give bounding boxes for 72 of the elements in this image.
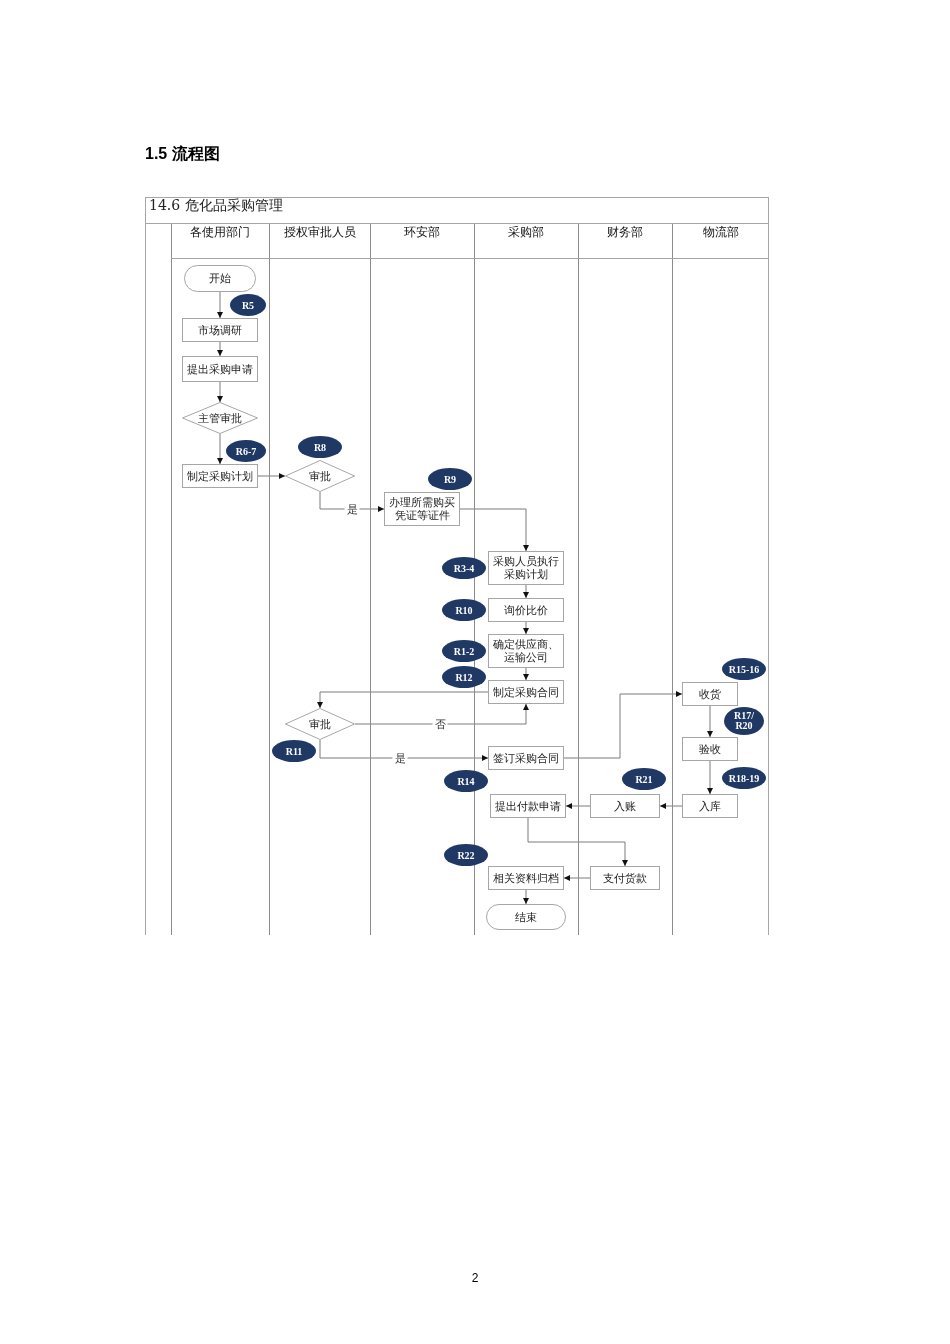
connector-arrow: [523, 621, 529, 635]
swimlane: [474, 224, 578, 935]
decision-diamond: 审批: [285, 460, 355, 492]
frame-title: 14.6 危化品采购管理: [145, 197, 769, 224]
reference-badge: R9: [428, 468, 472, 490]
process-box: 制定采购计划: [182, 464, 258, 488]
page-number: 2: [471, 1271, 479, 1285]
process-box: 提出采购申请: [182, 356, 258, 382]
edge-label: 否: [432, 717, 448, 731]
reference-badge: R6-7: [226, 440, 266, 462]
lane-title: 各使用部门: [171, 224, 269, 259]
connector-arrow: [523, 584, 529, 599]
reference-badge: R11: [272, 740, 316, 762]
process-box: 入账: [590, 794, 660, 818]
page-title: 1.5 流程图: [145, 144, 220, 164]
lane-title: 物流部: [672, 224, 769, 259]
reference-badge: R5: [230, 294, 266, 316]
connector-arrow: [317, 691, 489, 709]
process-box: 询价比价: [488, 598, 564, 622]
flowchart-frame: [145, 197, 769, 935]
reference-badge: R21: [622, 768, 666, 790]
process-box: 签订采购合同: [488, 746, 564, 770]
connector-arrow: [217, 341, 223, 357]
connector-arrow: [659, 803, 683, 809]
lane-title: 授权审批人员: [269, 224, 370, 259]
connector-arrow: [523, 889, 529, 905]
swimlane: [171, 224, 269, 935]
process-box: 验收: [682, 737, 738, 761]
process-box: 确定供应商、运输公司: [488, 634, 564, 668]
process-box: 市场调研: [182, 318, 258, 342]
process-box: 收货: [682, 682, 738, 706]
connector-arrow: [707, 705, 713, 738]
process-box: 办理所需购买凭证等证件: [384, 492, 460, 526]
reference-badge: R12: [442, 666, 486, 688]
process-box: 相关资料归档: [488, 866, 564, 890]
edge-label: 是: [344, 502, 360, 516]
decision-diamond: 审批: [285, 708, 355, 740]
reference-badge: R10: [442, 599, 486, 621]
connector-arrow: [523, 667, 529, 681]
connector-arrow: [563, 691, 683, 759]
connector-arrow: [459, 508, 529, 552]
connector-arrow: [217, 381, 223, 403]
reference-badge: R1-2: [442, 640, 486, 662]
reference-badge: R8: [298, 436, 342, 458]
swimlane: [269, 224, 370, 935]
connector-arrow: [257, 473, 286, 479]
reference-badge: R17/ R20: [724, 707, 764, 735]
lane-title: 采购部: [474, 224, 578, 259]
connector-arrow: [707, 760, 713, 795]
reference-badge: R22: [444, 844, 488, 866]
swimlane: [672, 224, 769, 935]
connector-arrow: [217, 291, 223, 319]
connector-arrow: [565, 803, 591, 809]
reference-badge: R14: [444, 770, 488, 792]
connector-arrow: [319, 739, 489, 761]
reference-badge: R15-16: [722, 658, 766, 680]
swimlane: [578, 224, 672, 935]
process-box: 制定采购合同: [488, 680, 564, 704]
connector-arrow: [217, 433, 223, 465]
lane-title: 财务部: [578, 224, 672, 259]
process-box: 入库: [682, 794, 738, 818]
lane-title: 环安部: [370, 224, 474, 259]
process-box: 采购人员执行采购计划: [488, 551, 564, 585]
decision-diamond: 主管审批: [182, 402, 258, 434]
process-box: 提出付款申请: [490, 794, 566, 818]
reference-badge: R3-4: [442, 557, 486, 579]
connector-arrow: [563, 875, 591, 881]
process-box: 支付货款: [590, 866, 660, 890]
edge-label: 是: [392, 751, 408, 765]
reference-badge: R18-19: [722, 767, 766, 789]
connector-arrow: [354, 703, 529, 725]
connector-arrow: [527, 817, 628, 867]
